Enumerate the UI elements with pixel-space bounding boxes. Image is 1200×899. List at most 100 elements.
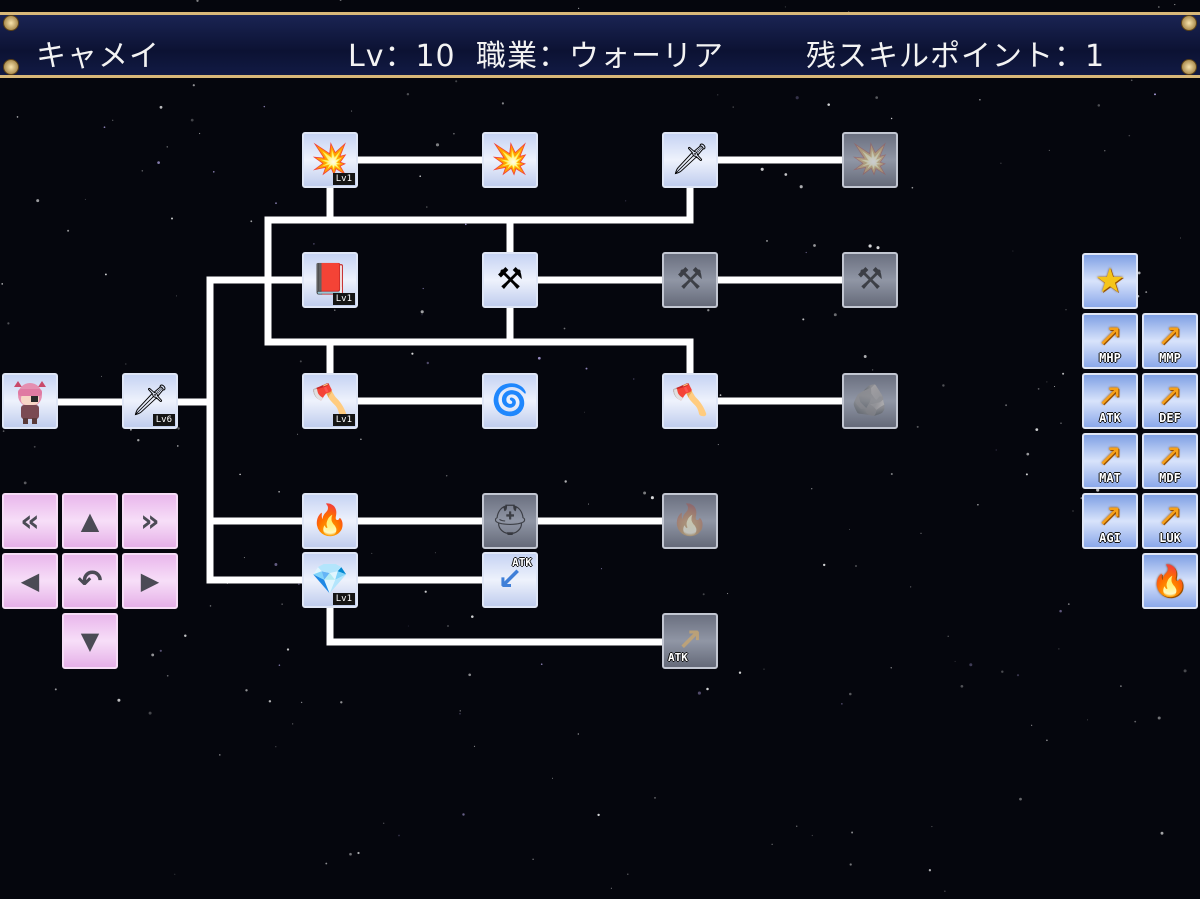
star-dot xyxy=(297,433,299,435)
star-dot xyxy=(910,586,912,588)
star-dot xyxy=(702,593,705,596)
star-dot xyxy=(597,813,600,817)
burst-slash-locked-icon: 💥 xyxy=(851,142,889,177)
star-dot xyxy=(564,480,567,483)
star-dot xyxy=(340,701,343,704)
stat-atk-button[interactable]: ↗ ATK xyxy=(1082,373,1138,429)
remaining-skill-points: 残スキルポイント：1 xyxy=(806,39,1106,74)
star-dot xyxy=(1037,388,1040,390)
star-dot xyxy=(36,199,40,203)
skill-node-locked[interactable]: ↗ ATK xyxy=(662,613,718,669)
star-dot xyxy=(239,473,241,476)
left-button[interactable]: ◀ xyxy=(2,553,58,609)
star-dot xyxy=(447,625,449,627)
star-dot xyxy=(1065,309,1067,311)
star-dot xyxy=(281,603,283,605)
burst-slash-icon: 💥 xyxy=(311,142,349,177)
star-dot xyxy=(199,132,201,135)
star-dot xyxy=(633,378,635,380)
character-name: キャメイ xyxy=(36,39,160,74)
skill-node[interactable]: 🪓 Lv1 xyxy=(302,373,358,429)
star-dot xyxy=(459,710,461,712)
stat-star-button[interactable]: ★ xyxy=(1082,253,1138,309)
skill-node-locked[interactable]: ⛑ xyxy=(482,493,538,549)
star-dot xyxy=(300,701,303,704)
stat-mmp-button[interactable]: ↗ MMP xyxy=(1142,313,1198,369)
aura-icon: 🔥 xyxy=(1151,563,1189,599)
star-dot xyxy=(7,322,10,325)
skill-node[interactable]: 🪓 xyxy=(662,373,718,429)
star-dot xyxy=(501,102,504,105)
stat-def-button[interactable]: ↗ DEF xyxy=(1142,373,1198,429)
up-button[interactable]: ▲ xyxy=(62,493,118,549)
star-dot xyxy=(805,251,807,254)
star-dot xyxy=(784,173,788,176)
skill-node-locked[interactable]: 🪨 xyxy=(842,373,898,429)
prev-page-button[interactable]: « xyxy=(2,493,58,549)
star-dot xyxy=(406,92,410,96)
stat-agi-button[interactable]: ↗ AGI xyxy=(1082,493,1138,549)
arrow-up-icon: ↗ xyxy=(1097,437,1123,473)
star-dot xyxy=(209,605,212,607)
skill-node[interactable]: 💥 Lv1 xyxy=(302,132,358,188)
star-dot xyxy=(942,384,945,387)
star-dot xyxy=(268,700,272,703)
stat-mhp-button[interactable]: ↗ MHP xyxy=(1082,313,1138,369)
stat-mat-button[interactable]: ↗ MAT xyxy=(1082,433,1138,489)
star-dot xyxy=(1120,685,1122,687)
skill-node-locked[interactable]: 💥 xyxy=(842,132,898,188)
skill-node[interactable]: 📕 Lv1 xyxy=(302,252,358,308)
next-page-button[interactable]: » xyxy=(122,493,178,549)
skill-node[interactable]: 💎 Lv1 xyxy=(302,552,358,608)
star-dot xyxy=(811,834,813,837)
star-dot xyxy=(1058,648,1060,650)
skill-node[interactable]: 🗡 Lv6 xyxy=(122,373,178,429)
star-dot xyxy=(453,132,455,135)
stat-mdf-button[interactable]: ↗ MDF xyxy=(1142,433,1198,489)
star-dot xyxy=(587,503,590,505)
down-button[interactable]: ▼ xyxy=(62,613,118,669)
star-dot xyxy=(760,167,764,171)
star-dot xyxy=(1128,134,1131,137)
character-avatar[interactable] xyxy=(2,373,58,429)
skill-node-locked[interactable]: ⚒ xyxy=(842,252,898,308)
star-dot xyxy=(833,313,837,317)
stat-aura-button[interactable]: 🔥 xyxy=(1142,553,1198,609)
star-dot xyxy=(1137,271,1141,275)
star-dot xyxy=(1157,6,1160,8)
star-dot xyxy=(627,873,629,875)
star-dot xyxy=(274,563,278,566)
skill-node[interactable]: 🔥 xyxy=(302,493,358,549)
star-dot xyxy=(811,488,813,490)
skill-node[interactable]: 🗡 xyxy=(662,132,718,188)
star-dot xyxy=(849,692,852,696)
star-dot xyxy=(125,363,127,365)
star-dot xyxy=(849,863,852,866)
star-dot xyxy=(969,663,973,667)
skill-level-badge: Lv1 xyxy=(332,173,355,185)
skill-node-locked[interactable]: ⚒ xyxy=(662,252,718,308)
tome-icon: 📕 xyxy=(311,262,349,297)
skill-node[interactable]: 🌀 xyxy=(482,373,538,429)
star-dot xyxy=(357,851,360,855)
skill-node[interactable]: 💥 xyxy=(482,132,538,188)
star-dot xyxy=(1130,79,1133,82)
star-dot xyxy=(1031,724,1033,726)
star-dot xyxy=(1154,93,1156,96)
skill-node[interactable]: ↙ ATK xyxy=(482,552,538,608)
cleave-axe-icon: 🪓 xyxy=(671,383,709,418)
diamond-icon: 💎 xyxy=(311,562,349,597)
star-dot xyxy=(275,746,277,748)
back-button[interactable]: ↶ xyxy=(62,553,118,609)
crossed-hammers-locked-icon: ⚒ xyxy=(676,262,704,297)
stat-luk-button[interactable]: ↗ LUK xyxy=(1142,493,1198,549)
right-button[interactable]: ▶ xyxy=(122,553,178,609)
star-dot xyxy=(54,688,57,691)
green-blade-icon: 🗡 xyxy=(670,142,710,177)
star-dot xyxy=(585,367,588,370)
skill-node-locked[interactable]: 🔥 xyxy=(662,493,718,549)
star-dot xyxy=(784,6,786,8)
star-dot xyxy=(100,375,102,377)
skill-node[interactable]: ⚒ xyxy=(482,252,538,308)
